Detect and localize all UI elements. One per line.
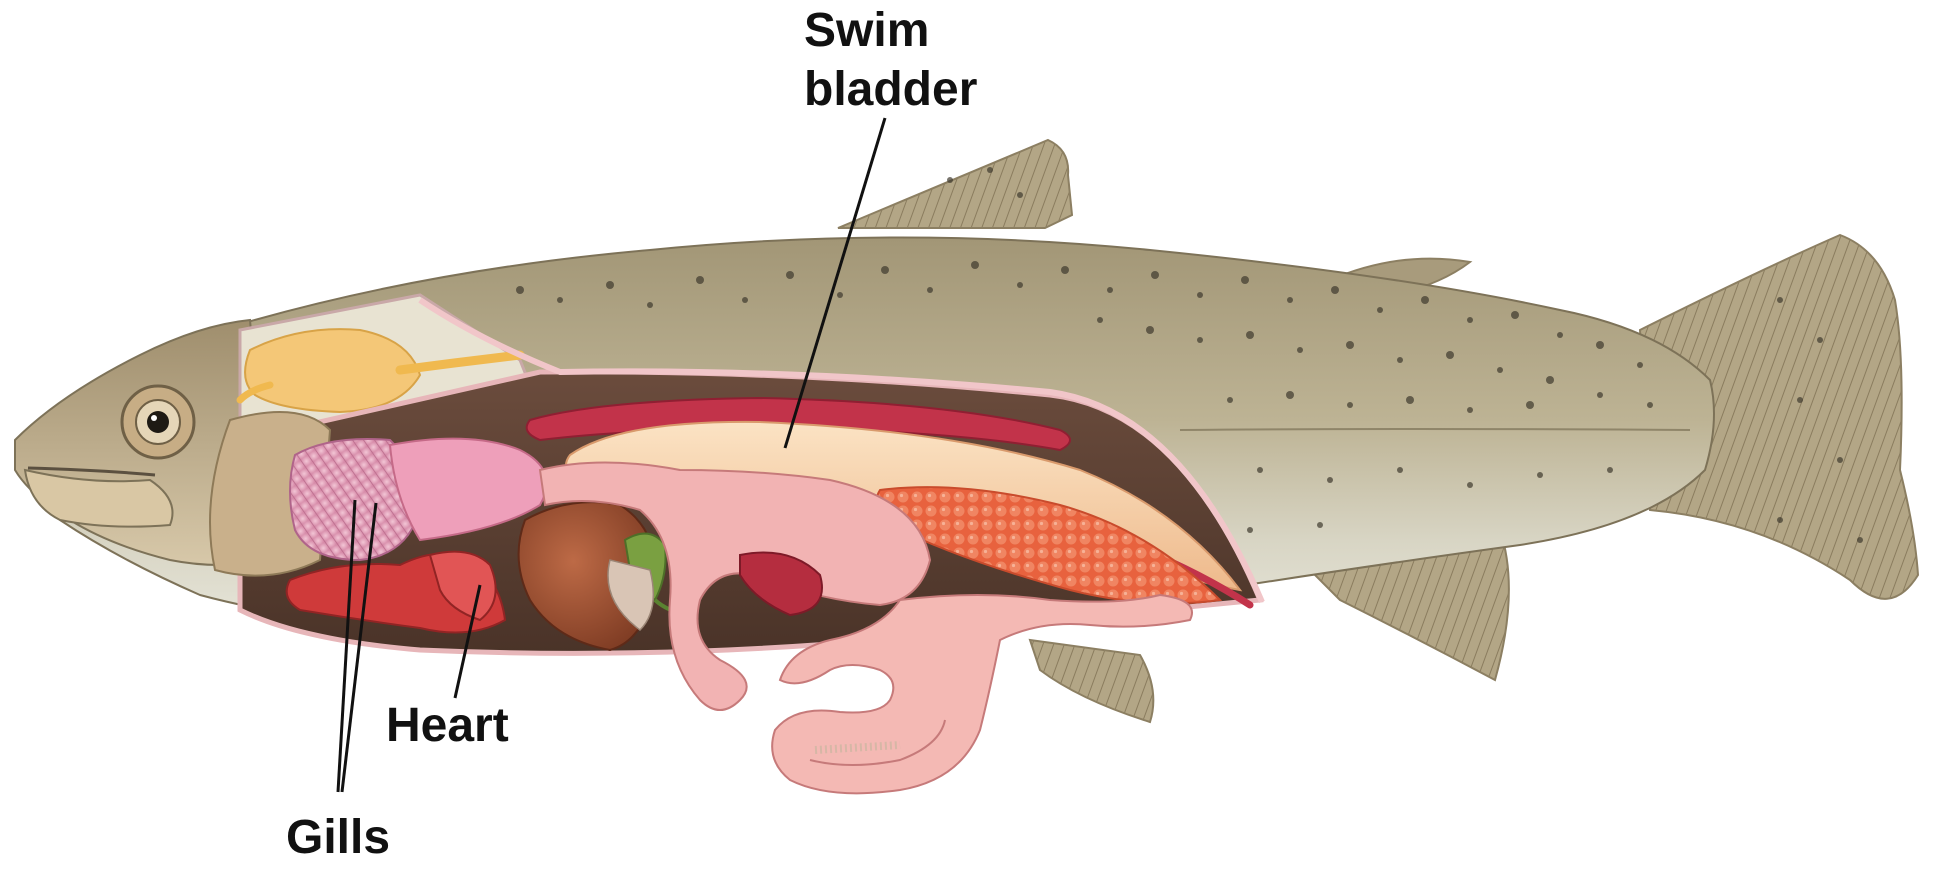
eye-pupil [147, 411, 169, 433]
label-swim-bladder-line-2: bladder [804, 62, 977, 118]
label-swim-bladder-line-1: Swim [804, 3, 929, 59]
brain [245, 329, 420, 412]
label-gills: Gills [286, 810, 390, 866]
label-heart: Heart [386, 698, 509, 754]
eye-highlight [151, 415, 157, 421]
lateral-line [1180, 429, 1690, 430]
pelvic-fin [1030, 640, 1153, 722]
